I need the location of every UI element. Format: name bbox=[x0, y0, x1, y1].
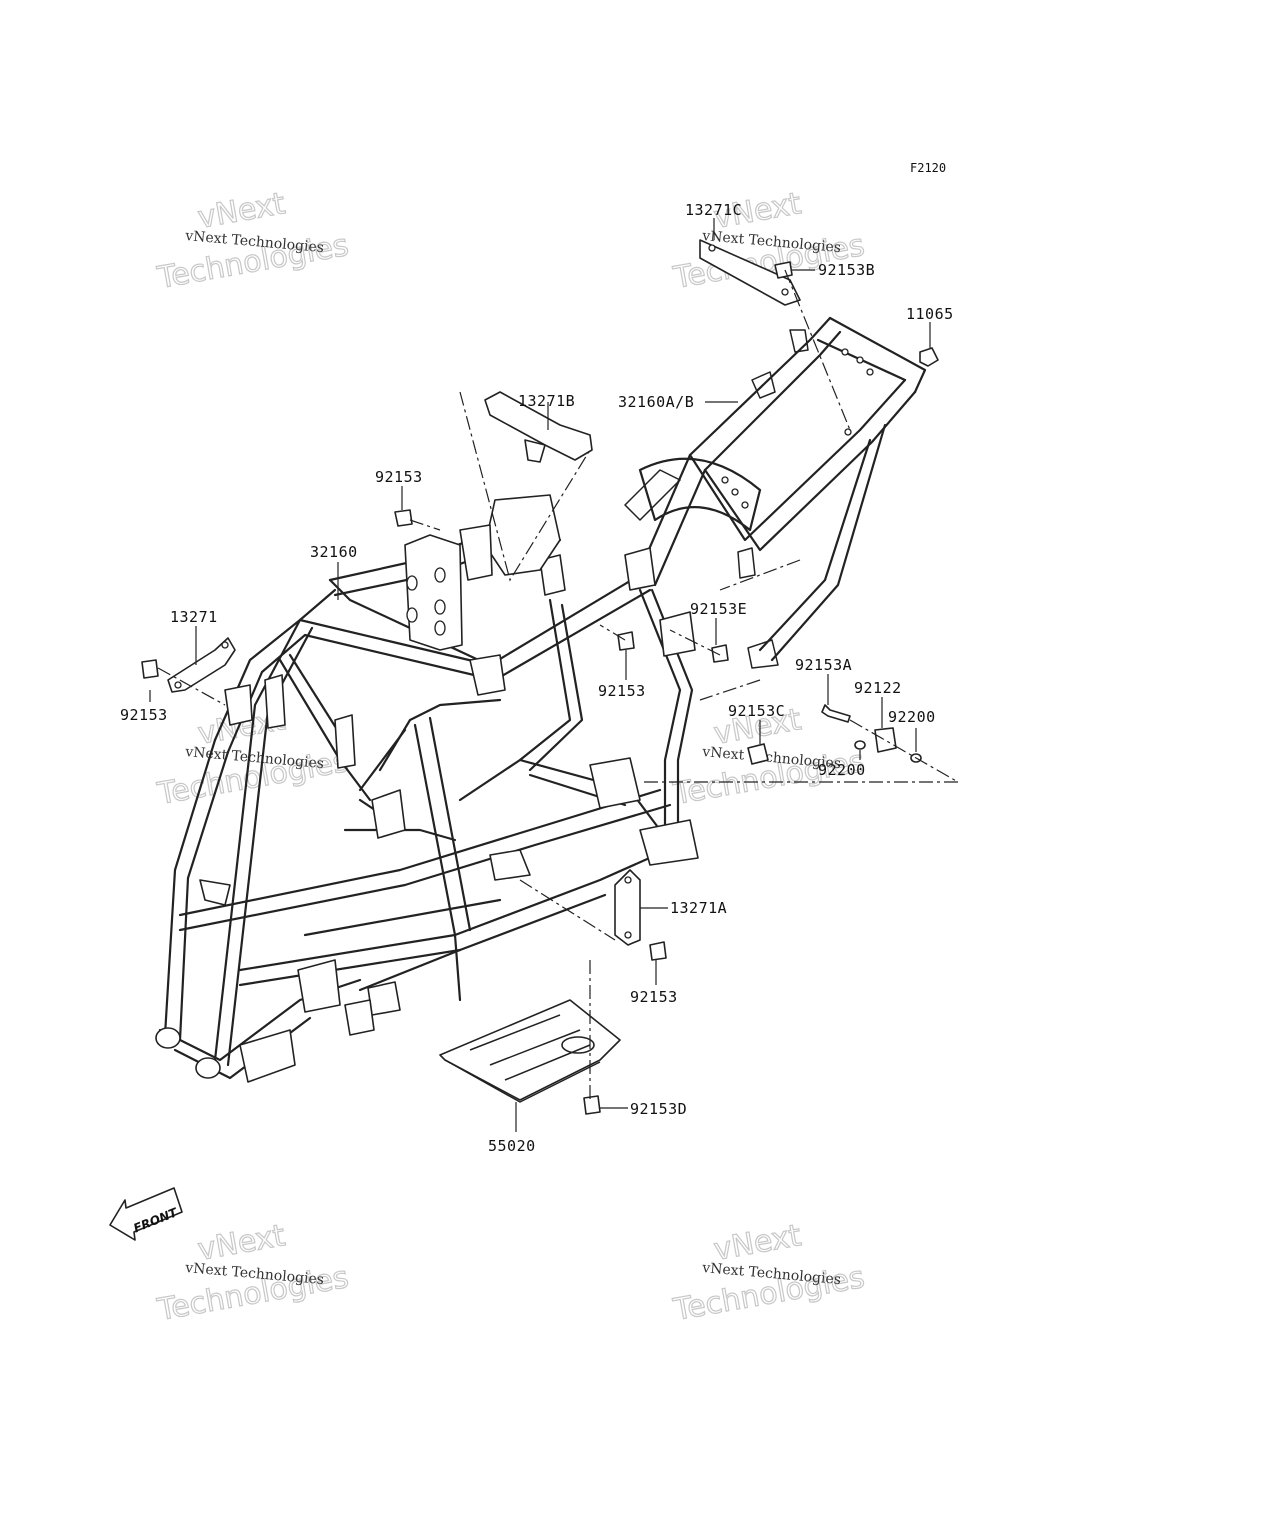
leader-lines bbox=[149, 218, 931, 1132]
watermark-bottom-left: vNext Technologies vNext Technologies bbox=[154, 1218, 352, 1329]
bolt-92153e[interactable] bbox=[711, 644, 729, 663]
diagram-code: F2120 bbox=[910, 161, 946, 175]
label-92200-a: 92200 bbox=[888, 708, 936, 726]
bracket-13271[interactable] bbox=[167, 637, 236, 693]
washer-92200-b[interactable] bbox=[854, 740, 866, 750]
watermark-big-word: vNext bbox=[195, 186, 288, 236]
bolt-92153-top[interactable] bbox=[394, 509, 413, 527]
watermark-big-word: vNext bbox=[711, 1218, 804, 1268]
label-32160: 32160 bbox=[310, 543, 358, 561]
label-92153-low: 92153 bbox=[630, 988, 678, 1006]
rear-frame-32160ab[interactable] bbox=[624, 316, 927, 669]
label-55020: 55020 bbox=[488, 1137, 536, 1155]
assembly-lines bbox=[157, 269, 959, 1100]
label-92153c: 92153C bbox=[728, 702, 785, 720]
bolt-92153b[interactable] bbox=[774, 261, 793, 279]
label-92153e: 92153E bbox=[690, 600, 747, 618]
bracket-13271b[interactable] bbox=[484, 391, 593, 463]
label-92200-b: 92200 bbox=[818, 761, 866, 779]
watermark-bottom-right: vNext Technologies vNext Technologies bbox=[670, 1218, 868, 1329]
bolt-92153d[interactable] bbox=[583, 1095, 601, 1115]
label-92153b: 92153B bbox=[818, 261, 875, 279]
bracket-13271c[interactable] bbox=[699, 239, 801, 306]
label-92153-top: 92153 bbox=[375, 468, 423, 486]
part-labels: 13271C 92153B 11065 13271B 32160A/B 9215… bbox=[120, 201, 954, 1155]
label-92153a: 92153A bbox=[795, 656, 852, 674]
bolt-92153c[interactable] bbox=[747, 743, 769, 765]
bolt-92153-mid[interactable] bbox=[617, 631, 635, 651]
collar-92122[interactable] bbox=[874, 727, 897, 753]
label-32160ab: 32160A/B bbox=[618, 393, 694, 411]
bolt-92153-left[interactable] bbox=[141, 659, 159, 679]
skid-plate-55020[interactable] bbox=[439, 999, 621, 1103]
label-92153d: 92153D bbox=[630, 1100, 687, 1118]
label-13271c: 13271C bbox=[685, 201, 742, 219]
bolt-92153-low[interactable] bbox=[649, 941, 667, 961]
label-92122: 92122 bbox=[854, 679, 902, 697]
nut-11065[interactable] bbox=[919, 347, 939, 367]
bracket-13271a[interactable] bbox=[614, 869, 641, 946]
label-13271a: 13271A bbox=[670, 899, 727, 917]
label-92153-left: 92153 bbox=[120, 706, 168, 724]
main-frame-32160[interactable] bbox=[155, 494, 699, 1083]
label-11065: 11065 bbox=[906, 305, 954, 323]
watermark-big-word: vNext bbox=[195, 1218, 288, 1268]
bolt-92153a[interactable] bbox=[821, 704, 851, 723]
label-13271: 13271 bbox=[170, 608, 218, 626]
watermark-top-left: vNext Technologies vNext Technologies bbox=[154, 186, 352, 297]
label-92153-mid: 92153 bbox=[598, 682, 646, 700]
label-13271b: 13271B bbox=[518, 392, 575, 410]
front-arrow: FRONT bbox=[109, 1187, 183, 1241]
